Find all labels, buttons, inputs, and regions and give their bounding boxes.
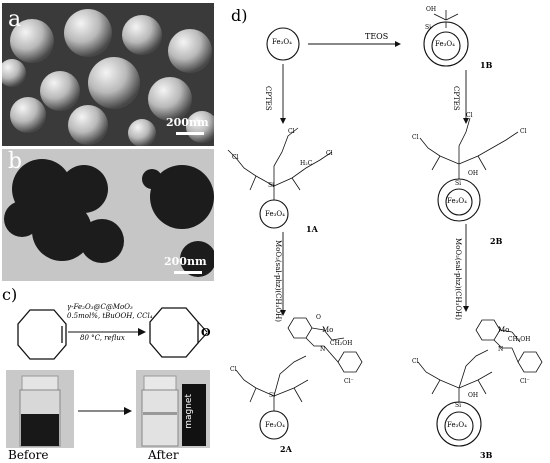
reaction-catalyst: γ-Fe₂O₃@C@MoO₃ [67, 303, 133, 311]
reaction-conditions-1: 0.5mol%, tBuOOH, CCl₄ [67, 312, 153, 320]
ch2oh-label-2a: CH₂OH [330, 340, 353, 347]
nanosphere [122, 15, 162, 55]
scale-bar-b [174, 271, 202, 274]
photo-before [6, 370, 74, 448]
fe3o4-label-3b: Fe₃O₄ [447, 421, 467, 429]
cptes-label-right: CPTES [452, 86, 460, 111]
ch2-label-1a: H₂C [300, 160, 313, 167]
cl-label-2b-left: Cl [412, 134, 419, 141]
mo-label-2a: Mo [322, 326, 334, 334]
si-label-3b: Si [455, 402, 462, 409]
nanosphere [10, 19, 54, 63]
complex-label-left: MoO₂(sal-phz)(CH₃OH) [274, 240, 282, 323]
before-label: Before [8, 448, 49, 462]
compound-3b: 3B [480, 450, 493, 460]
before-after-arrow [78, 407, 132, 415]
nanosphere [168, 29, 212, 73]
nanosphere [2, 59, 26, 87]
sem-image-panel: a 200nm [2, 3, 214, 146]
scale-bar-a [176, 132, 204, 135]
si-label-2a: Si [269, 392, 276, 399]
nanosphere [128, 119, 156, 146]
teos-label: TEOS [365, 32, 389, 41]
si-label-1a: Si [268, 182, 275, 189]
panel-label-d: d) [231, 6, 248, 25]
nanosphere [88, 57, 140, 109]
reaction-conditions-2: 80 °C, reflux [80, 334, 125, 342]
magnet-label: magnet [184, 394, 194, 429]
compound-2a: 2A [280, 444, 292, 454]
o-label-2a: O [316, 314, 321, 321]
tem-image-panel: b 200nm [2, 149, 214, 281]
si-label-1b: Si [425, 24, 432, 31]
sem-image [2, 3, 214, 146]
compound-2b: 2B [490, 236, 503, 246]
panel-label-a: a [8, 7, 22, 32]
cl-label-2b-mid: Cl [466, 112, 473, 119]
scale-label-b: 200nm [164, 255, 207, 268]
synthesis-scheme [227, 10, 543, 447]
fe3o4-particle [266, 27, 300, 61]
scale-label-a: 200nm [166, 116, 209, 129]
after-label: After [148, 448, 179, 462]
tem-particle [180, 241, 214, 277]
tem-particle [60, 165, 108, 213]
cl-label-3b: Cl [412, 358, 419, 365]
epoxidation-scheme [17, 307, 208, 360]
tem-particle [150, 165, 214, 229]
photo-after: magnet [136, 370, 210, 448]
fe3o4-label-1a: Fe₃O₄ [265, 210, 285, 218]
cl-label-2b-right: Cl [520, 128, 527, 135]
fe3o4-label-2a: Fe₃O₄ [265, 421, 285, 429]
tem-particle [80, 219, 124, 263]
oh-label-2b: OH [468, 170, 479, 177]
si-label-2b: Si [455, 180, 462, 187]
panel-label-c: c) [2, 285, 18, 304]
cl-minus-2a: Cl⁻ [344, 378, 354, 385]
n-label-2a: N [320, 346, 326, 353]
cl-minus-3b: Cl⁻ [520, 378, 530, 385]
oh-label-1b: OH [426, 6, 437, 13]
cl-label-1a-right: Cl [326, 150, 333, 157]
cptes-label-left: CPTES [264, 86, 272, 111]
nanosphere [10, 97, 46, 133]
tem-particle [32, 201, 92, 261]
n-label-3b: N [498, 346, 504, 353]
fe3o4-label-2b: Fe₃O₄ [447, 197, 467, 205]
complex-label-right: MoO₂(sal-phz)(CH₃OH) [454, 238, 462, 321]
compound-1a: 1A [306, 224, 318, 234]
oh-label-3b: OH [468, 392, 479, 399]
panel-label-b: b [8, 149, 23, 174]
nanosphere [40, 71, 80, 111]
mo-label-3b: Mo [498, 326, 510, 334]
epoxide-oxygen: O [201, 326, 211, 339]
cl-label-2a: Cl [230, 366, 237, 373]
tem-image [2, 149, 214, 281]
nanosphere [64, 9, 112, 57]
fe3o4-label-1b: Fe₃O₄ [435, 40, 455, 48]
fe3o4-label: Fe₃O₄ [272, 38, 292, 46]
cl-label-1a-left: Cl [232, 154, 239, 161]
compound-1b: 1B [480, 60, 493, 70]
tem-particle [4, 201, 40, 237]
nanosphere [68, 105, 108, 145]
ch2oh-label-3b: CH₂OH [508, 336, 531, 343]
cl-label-1a-mid: Cl [288, 128, 295, 135]
tem-particle [142, 169, 162, 189]
nanosphere [148, 77, 192, 121]
